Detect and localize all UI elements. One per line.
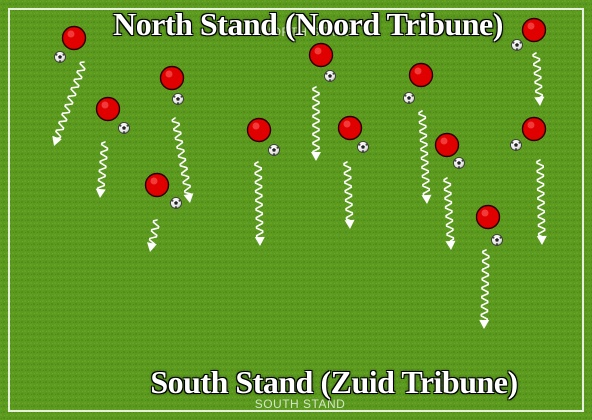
ball-patch (358, 144, 360, 146)
soccer-ball-icon (404, 93, 415, 104)
ball-patch (492, 237, 494, 239)
player-marker-highlight (344, 121, 351, 128)
player-marker-highlight (528, 122, 535, 129)
ball-patch (325, 73, 327, 75)
ball-patch (519, 142, 521, 144)
ball-patch (333, 73, 335, 75)
ball-patch (177, 102, 179, 104)
soccer-ball-icon (511, 140, 522, 151)
soccer-ball-icon (173, 94, 184, 105)
soccer-ball-icon (492, 235, 503, 246)
ball-patch (516, 48, 518, 50)
soccer-ball-icon (119, 123, 130, 134)
player-marker (477, 206, 500, 229)
ball-patch (269, 147, 271, 149)
ball-patch (329, 79, 331, 81)
ball-patch (511, 142, 513, 144)
ball-patch (515, 148, 517, 150)
player-marker-highlight (415, 68, 422, 75)
ball-patch (454, 160, 456, 162)
ball-patch (127, 125, 129, 127)
ball-patch (123, 131, 125, 133)
ball-patch (496, 243, 498, 245)
player-marker (523, 118, 546, 141)
ball-patch (500, 237, 502, 239)
ball-patch (273, 153, 275, 155)
player-marker (339, 117, 362, 140)
ball-patch (408, 101, 410, 103)
ball-patch (458, 166, 460, 168)
soccer-ball-icon (55, 52, 66, 63)
player-marker (97, 98, 120, 121)
player-marker-highlight (102, 102, 109, 109)
ball-patch (55, 54, 57, 56)
soccer-ball-icon (325, 71, 336, 82)
ball-patch (412, 95, 414, 97)
player-marker (310, 44, 333, 67)
ball-patch (59, 60, 61, 62)
ball-patch (277, 147, 279, 149)
ball-patch (404, 95, 406, 97)
soccer-ball-icon (269, 145, 280, 156)
ball-patch (181, 96, 183, 98)
north-stand-title: North Stand (Noord Tribune) (12, 6, 592, 43)
soccer-ball-icon (358, 142, 369, 153)
ball-patch (462, 160, 464, 162)
soccer-ball-icon (171, 198, 182, 209)
player-marker-highlight (253, 123, 260, 130)
ball-patch (119, 125, 121, 127)
ball-patch (175, 206, 177, 208)
south-stand-title: South Stand (Zuid Tribune) (38, 364, 592, 401)
ball-patch (171, 200, 173, 202)
ball-patch (63, 54, 65, 56)
player-marker (161, 67, 184, 90)
player-marker (146, 174, 169, 197)
player-marker-highlight (482, 210, 489, 217)
ball-patch (173, 96, 175, 98)
player-marker-highlight (151, 178, 158, 185)
player-marker (410, 64, 433, 87)
player-marker-highlight (441, 138, 448, 145)
player-marker-highlight (166, 71, 173, 78)
ball-patch (362, 150, 364, 152)
ball-patch (366, 144, 368, 146)
ball-patch (179, 200, 181, 202)
player-marker-highlight (315, 48, 322, 55)
soccer-ball-icon (454, 158, 465, 169)
player-marker (436, 134, 459, 157)
player-marker (248, 119, 271, 142)
